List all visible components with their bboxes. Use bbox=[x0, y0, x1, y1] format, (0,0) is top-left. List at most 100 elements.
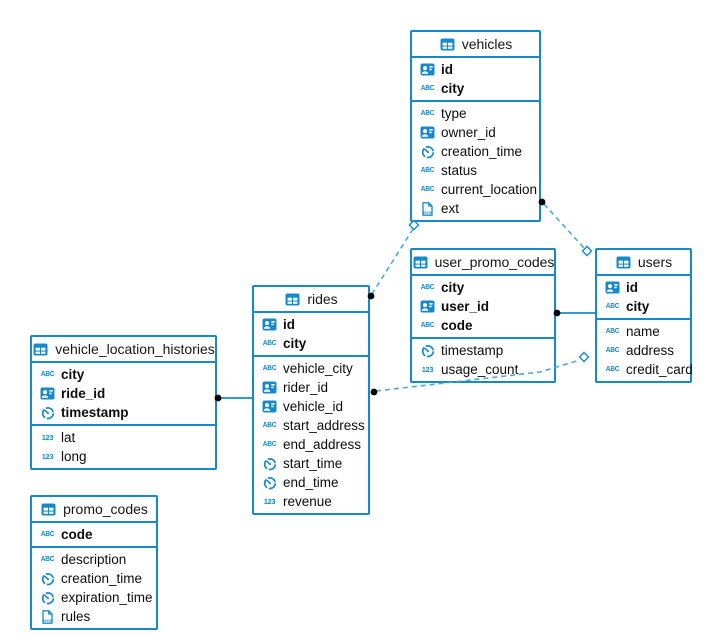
column-label: city bbox=[441, 80, 465, 96]
id-card-icon bbox=[261, 400, 278, 413]
column-label: usage_count bbox=[441, 361, 519, 377]
table-icon bbox=[412, 256, 429, 269]
timestamp-icon bbox=[419, 344, 436, 358]
column-row-creation_time[interactable]: creation_time bbox=[32, 569, 156, 588]
column-row-start_time[interactable]: start_time bbox=[254, 454, 368, 473]
many-end-diamond-marker bbox=[581, 245, 593, 257]
table-header[interactable]: promo_codes bbox=[32, 497, 156, 523]
column-label: creation_time bbox=[441, 143, 523, 159]
column-label: city bbox=[61, 366, 85, 382]
id-card-icon bbox=[261, 381, 278, 394]
timestamp-icon bbox=[261, 476, 278, 490]
column-label: expiration_time bbox=[61, 589, 153, 605]
text-type-icon: ABC bbox=[262, 421, 277, 429]
table-title: promo_codes bbox=[63, 501, 148, 517]
many-end-diamond-marker bbox=[578, 351, 590, 363]
column-label: creation_time bbox=[61, 570, 143, 586]
columns-section: timestamp 123 usage_count bbox=[412, 339, 554, 381]
table-header[interactable]: vehicles bbox=[412, 32, 539, 58]
column-row-timestamp[interactable]: timestamp bbox=[412, 341, 554, 360]
column-label: ride_id bbox=[61, 385, 106, 401]
column-label: id bbox=[283, 316, 295, 332]
table-header[interactable]: vehicle_location_histories bbox=[32, 337, 215, 363]
timestamp-icon bbox=[261, 457, 278, 471]
column-row-rider_id[interactable]: rider_id bbox=[254, 378, 368, 397]
text-type-icon: ABC bbox=[420, 321, 435, 329]
column-row-id[interactable]: id bbox=[254, 315, 368, 334]
id-card-icon bbox=[419, 63, 436, 76]
text-type-icon: ABC bbox=[420, 166, 435, 174]
column-row-ride_id[interactable]: ride_id bbox=[32, 384, 215, 403]
text-type-icon: ABC bbox=[605, 365, 620, 373]
json-type-icon: JSON bbox=[39, 609, 56, 624]
number-type-icon: 123 bbox=[421, 364, 434, 374]
column-row-creation_time[interactable]: creation_time bbox=[412, 142, 539, 161]
column-label: status bbox=[441, 162, 478, 178]
column-label: ext bbox=[441, 200, 460, 216]
column-label: owner_id bbox=[441, 124, 496, 140]
relationship-vehicles-users[interactable] bbox=[543, 203, 585, 249]
number-type-icon: 123 bbox=[41, 451, 54, 461]
one-end-dot-marker bbox=[370, 388, 378, 396]
text-type-icon: ABC bbox=[262, 339, 277, 347]
column-label: id bbox=[626, 279, 638, 295]
table-header[interactable]: rides bbox=[254, 287, 368, 313]
column-row-status[interactable]: ABC status bbox=[412, 161, 539, 180]
column-row-id[interactable]: id bbox=[597, 278, 690, 297]
column-row-owner_id[interactable]: owner_id bbox=[412, 123, 539, 142]
table-header[interactable]: users bbox=[597, 250, 690, 276]
timestamp-icon bbox=[39, 572, 56, 586]
table-header[interactable]: user_promo_codes bbox=[412, 250, 554, 276]
table-title: user_promo_codes bbox=[434, 254, 555, 270]
column-label: description bbox=[61, 551, 127, 567]
column-row-end_time[interactable]: end_time bbox=[254, 473, 368, 492]
table-icon bbox=[284, 293, 301, 306]
column-label: lat bbox=[61, 429, 76, 445]
column-label: revenue bbox=[283, 493, 332, 509]
text-type-icon: ABC bbox=[605, 302, 620, 310]
column-row-vehicle_id[interactable]: vehicle_id bbox=[254, 397, 368, 416]
column-row-expiration_time[interactable]: expiration_time bbox=[32, 588, 156, 607]
id-card-icon bbox=[39, 387, 56, 400]
column-row-timestamp[interactable]: timestamp bbox=[32, 403, 215, 422]
column-row-id[interactable]: id bbox=[412, 60, 539, 79]
column-row-usage_count[interactable]: 123 usage_count bbox=[412, 360, 554, 379]
text-type-icon: ABC bbox=[420, 185, 435, 193]
column-label: start_time bbox=[283, 455, 343, 471]
relationship-vehicles-rides[interactable] bbox=[371, 228, 414, 295]
column-row-user_id[interactable]: user_id bbox=[412, 297, 554, 316]
